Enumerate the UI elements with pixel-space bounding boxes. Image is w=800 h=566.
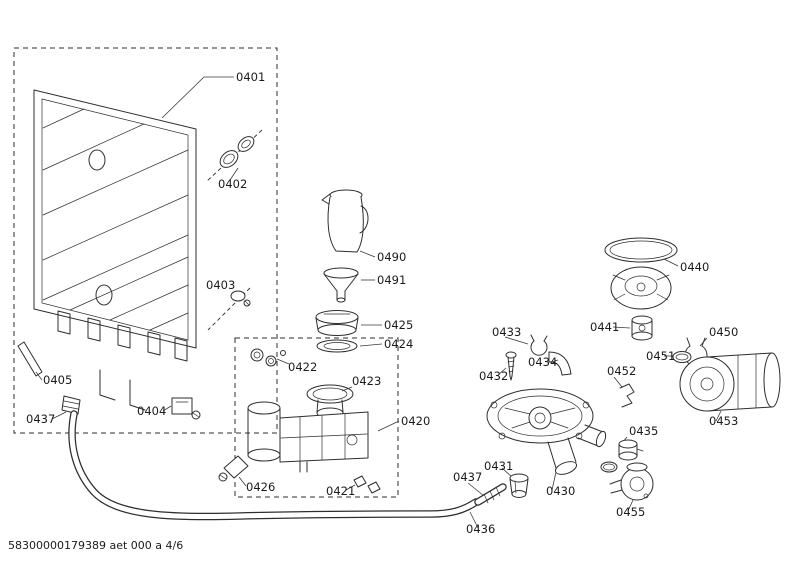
part-0432-screw [496, 351, 517, 381]
part-0455-drain-pump [609, 462, 654, 512]
label-0420: 0420 [401, 414, 430, 428]
part-0405-strip [17, 341, 43, 381]
label-0426: 0426 [246, 480, 275, 494]
part-0437-drain-hose [51, 410, 480, 521]
part-0435-valve [600, 436, 644, 473]
part-0423-gasket [306, 384, 354, 404]
label-0452: 0452 [607, 364, 636, 378]
label-0421: 0421 [326, 484, 355, 498]
label-0430: 0430 [546, 484, 575, 498]
part-0440-pump-head [604, 237, 679, 310]
part-0452-clip [613, 376, 635, 408]
label-0432: 0432 [479, 369, 508, 383]
label-0441: 0441 [590, 320, 619, 334]
part-0402-seal-rings [205, 129, 263, 183]
label-0405: 0405 [43, 373, 72, 387]
label-0437-left: 0437 [26, 412, 55, 426]
softener-assembly-boundary [234, 337, 400, 498]
part-0431-coupling [501, 467, 529, 498]
part-0491-funnel [323, 267, 375, 303]
part-0425-cap [315, 310, 382, 336]
tub-drawing [33, 76, 234, 415]
part-0404-fitting [162, 397, 201, 420]
label-0402: 0402 [218, 177, 247, 191]
part-0424-ring [316, 339, 383, 353]
label-0451: 0451 [646, 349, 675, 363]
label-0423: 0423 [352, 374, 381, 388]
part-0437-hose-end [467, 482, 507, 506]
part-0441-coupling [612, 315, 653, 341]
label-0434: 0434 [528, 355, 557, 369]
part-0403-fitting [207, 287, 251, 331]
label-0422: 0422 [288, 360, 317, 374]
part-0453-motor [679, 352, 781, 422]
part-0420-softener-body [247, 399, 369, 473]
part-0421-clips [345, 475, 381, 494]
label-0424: 0424 [384, 337, 413, 351]
label-0425: 0425 [384, 318, 413, 332]
label-0435: 0435 [629, 424, 658, 438]
label-0436: 0436 [466, 522, 495, 536]
label-0431: 0431 [484, 459, 513, 473]
label-0403: 0403 [206, 278, 235, 292]
part-0430-sump [486, 388, 607, 491]
part-0422-seals [250, 348, 290, 367]
label-0491: 0491 [377, 273, 406, 287]
part-0433-clamp [504, 334, 548, 356]
part-0490-jug [321, 189, 376, 258]
label-0453: 0453 [709, 414, 738, 428]
part-0426-fitting [218, 455, 249, 487]
label-0433: 0433 [492, 325, 521, 339]
part-0436-hose [469, 511, 479, 529]
label-0440: 0440 [680, 260, 709, 274]
part-0451-oring [664, 351, 692, 363]
label-0490: 0490 [377, 250, 406, 264]
part-0434-elbow [548, 351, 572, 376]
label-0437-bottom: 0437 [453, 470, 482, 484]
label-0401: 0401 [236, 70, 265, 84]
document-number: 58300000179389 aet 000 a 4/6 [8, 539, 183, 552]
label-0450: 0450 [709, 325, 738, 339]
label-0455: 0455 [616, 505, 645, 519]
label-0404: 0404 [137, 404, 166, 418]
